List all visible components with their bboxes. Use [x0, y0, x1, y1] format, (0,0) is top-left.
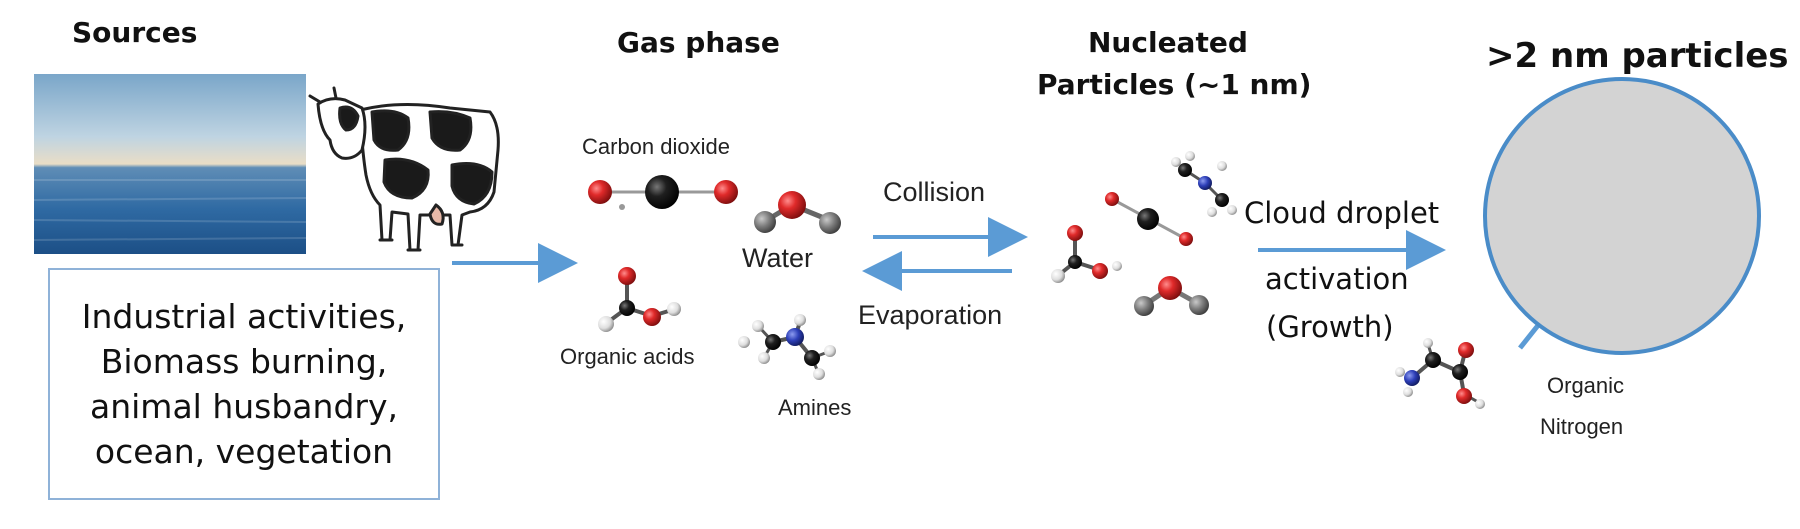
amine-molecule — [738, 314, 836, 380]
activation-label-line1: Cloud droplet — [1244, 196, 1440, 230]
organic-nitrogen-label-line2: Nitrogen — [1540, 414, 1624, 439]
ocean-image — [33, 74, 307, 254]
large-particle-circle — [1483, 77, 1761, 355]
nucleated-cluster — [1051, 151, 1237, 316]
activation-label-line2: activation — [1265, 262, 1409, 296]
cow-illustration — [308, 86, 500, 252]
gas-phase-heading: Gas phase — [617, 26, 780, 59]
sources-heading: Sources — [72, 16, 198, 49]
collision-label: Collision — [883, 177, 986, 207]
carbon-dioxide-molecule — [588, 175, 738, 210]
water-molecule — [754, 191, 841, 234]
organic-acids-label: Organic acids — [560, 344, 695, 369]
large-particles-heading: >2 nm particles — [1486, 36, 1789, 76]
water-label: Water — [742, 243, 814, 273]
source-line-biomass: Biomass burning, — [100, 342, 388, 381]
source-line-industrial: Industrial activities, — [81, 297, 407, 336]
activation-label-line3: (Growth) — [1266, 310, 1394, 344]
nucleated-heading-line1: Nucleated — [1088, 26, 1248, 59]
organic-nitrogen-label-line1: Organic — [1547, 373, 1625, 398]
sources-box: Industrial activities, Biomass burning, … — [48, 268, 440, 500]
organic-acid-molecule — [598, 267, 681, 332]
source-line-animal: animal husbandry, — [90, 387, 398, 426]
carbon-dioxide-label: Carbon dioxide — [582, 134, 730, 159]
nucleated-heading-line2: Particles (~1 nm) — [1037, 68, 1312, 101]
source-line-ocean: ocean, vegetation — [94, 432, 394, 471]
amines-label: Amines — [778, 395, 852, 420]
evaporation-label: Evaporation — [858, 300, 1003, 330]
organic-nitrogen-molecule — [1395, 338, 1485, 409]
